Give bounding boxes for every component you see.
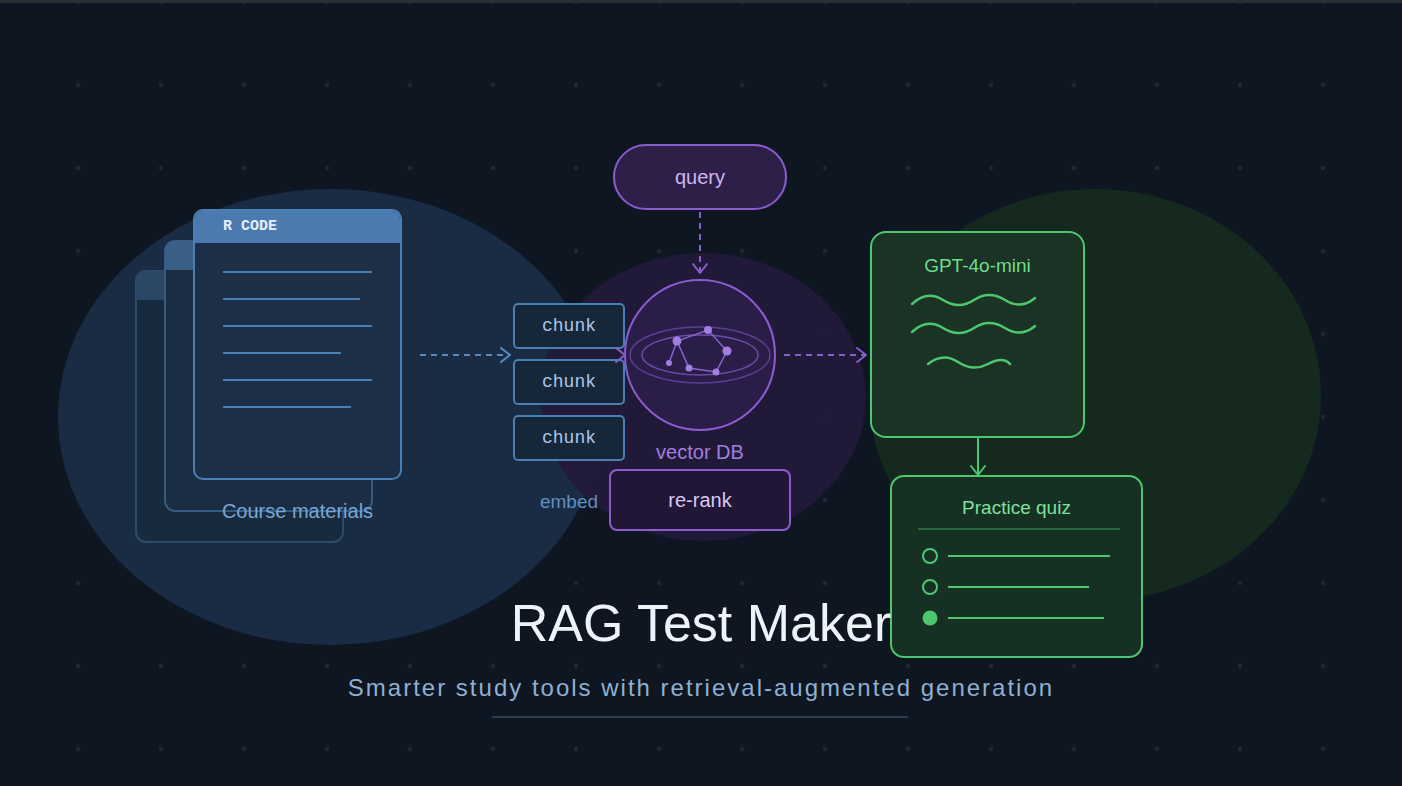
quiz-card: Practice quiz [890,475,1143,658]
caption-underline [492,716,908,718]
node-text: chunk [515,428,623,448]
back-document-header [165,241,196,270]
connector-line [699,212,701,273]
node-caption: vector DB [566,441,834,464]
connector-line [977,438,979,475]
vector-links [669,330,727,372]
option-line [948,586,1089,588]
stage-label: embed [469,490,669,514]
radio-selected [923,611,938,626]
wave [912,295,1035,305]
node-heading: Practice quiz [892,497,1141,519]
arrow-head [616,348,625,362]
chunk-box: chunk [513,303,625,349]
orbit-ring [630,327,770,383]
wave [912,323,1035,333]
arrow-head [857,348,866,362]
vector-point [686,365,693,372]
quiz-divider [918,528,1120,530]
arrow-head [971,466,985,475]
generation-waves [912,295,1035,368]
vector-db-circle: vector DB [624,279,776,431]
radio-option [923,580,937,594]
node-text: chunk [515,316,623,336]
connector [420,348,510,362]
vector-point [704,326,712,334]
chunk-box: chunk [513,359,625,405]
orbit-ring [642,335,758,375]
arrow-head [501,348,510,362]
document-caption: Course materials [135,500,460,523]
node-text: re-rank [611,489,789,512]
option-line [948,617,1104,619]
code-lines [223,272,372,407]
vector-point [713,369,720,376]
query-pill: query [613,144,787,210]
connector [971,438,985,475]
option-line [948,555,1110,557]
connector-line [624,354,625,356]
chunk-box: chunk [513,415,625,461]
node-text: query [615,166,785,189]
connector [693,212,707,273]
vector-point [723,347,732,356]
connector [784,348,866,362]
code-line [223,325,372,327]
vector-point [666,360,672,366]
rerank-box: re-rank [609,469,791,531]
node-heading: GPT-4o-mini [872,255,1083,277]
arrow-head [693,264,707,273]
vector-sphere [630,326,770,383]
diagram-title: RAG Test Maker [0,592,1402,654]
connector [616,348,625,362]
llm-box: GPT-4o-mini [870,231,1085,438]
code-line [223,271,372,273]
wave [928,357,1010,367]
connector-line [420,354,510,356]
code-line [223,352,341,354]
code-line [223,406,351,408]
quiz-items [918,529,1120,626]
node-text: chunk [515,372,623,392]
code-line [223,298,360,300]
document-card: R CODECourse materials [193,209,402,480]
vector-point [673,337,682,346]
connector-line [784,354,866,356]
top-rule [0,0,1402,3]
radio-option [923,549,937,563]
code-line [223,379,372,381]
diagram-caption: Smarter study tools with retrieval-augme… [0,674,1402,702]
back-document-header [136,271,168,300]
code-header-label: R CODE [223,218,277,235]
